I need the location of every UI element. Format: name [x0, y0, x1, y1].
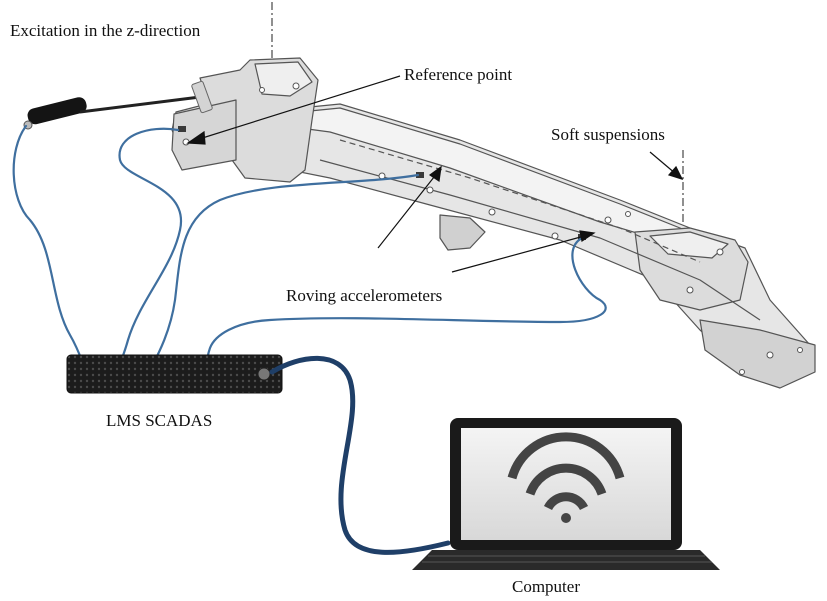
label-roving-accelerometers: Roving accelerometers — [286, 286, 443, 305]
label-reference-point: Reference point — [404, 65, 513, 84]
pointer-roving-1 — [377, 171, 439, 249]
accelerometer-reference — [178, 126, 186, 132]
wifi-icon — [507, 432, 625, 511]
subframe-holes — [182, 82, 803, 375]
label-daq: LMS SCADAS — [106, 411, 213, 430]
cable-daq-to-computer — [269, 355, 451, 555]
pointer-roving-1-head — [428, 165, 442, 183]
wifi-icon-dot — [561, 513, 571, 523]
cable-roving-2 — [204, 236, 607, 376]
cable-roving-1 — [146, 173, 420, 376]
subframe-rail-edge-2 — [339, 139, 701, 263]
hammer-handle — [27, 97, 87, 125]
laptop-icon — [412, 418, 720, 570]
laptop-screen — [461, 428, 671, 540]
pointer-soft-head — [667, 165, 684, 180]
subframe-right-end — [699, 319, 816, 389]
pointer-lines — [186, 75, 684, 273]
pointer-roving-2 — [451, 234, 589, 273]
pointer-reference-head — [186, 130, 206, 145]
impact-hammer-icon — [23, 80, 213, 130]
subframe-bracket — [439, 214, 486, 251]
accelerometer-roving-1 — [416, 172, 424, 178]
label-excitation: Excitation in the z-direction — [10, 21, 201, 40]
laptop-keys — [422, 555, 712, 563]
cable-reference — [114, 127, 183, 376]
pointer-soft — [649, 151, 677, 175]
daq-body — [66, 354, 283, 394]
hammer-shaft — [79, 94, 209, 114]
pointer-roving-2-head — [579, 230, 596, 242]
subframe-part — [171, 57, 816, 389]
label-computer: Computer — [512, 577, 580, 596]
cables — [12, 124, 607, 377]
pointer-reference — [195, 75, 401, 141]
label-soft-suspensions: Soft suspensions — [551, 125, 665, 144]
cable-hammer — [12, 124, 90, 377]
laptop-keyboard-base — [412, 550, 720, 570]
subframe-rail-edge — [319, 159, 761, 321]
data-acquisition-box-icon — [66, 354, 283, 394]
hammer-head — [191, 80, 213, 114]
daq-power-button — [257, 367, 271, 381]
